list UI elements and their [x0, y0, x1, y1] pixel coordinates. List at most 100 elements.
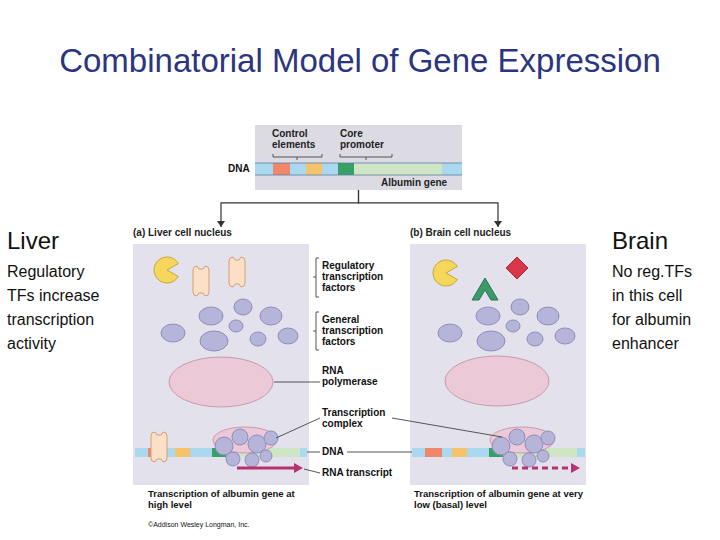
bottom-dna [135, 448, 585, 457]
activator-protein [154, 257, 178, 283]
general-factor [477, 331, 505, 351]
leader-line [304, 469, 320, 473]
control-element [273, 163, 290, 175]
part-label: RNA transcript [322, 467, 412, 479]
complex-factor [215, 437, 233, 455]
top-dna-strip [255, 154, 462, 175]
core-promoter [338, 163, 354, 175]
general-factor [555, 328, 575, 344]
general-factor [476, 307, 500, 325]
connector-line [359, 190, 499, 227]
complex-polymerase [490, 427, 554, 453]
activator-protein [433, 260, 457, 286]
transcript-arrow [237, 467, 296, 470]
gene-map-panel: Control elements Core promoterAlbumin gen… [255, 125, 462, 190]
part-label: RNA polymerase [322, 365, 394, 387]
arrow-head [217, 221, 225, 227]
leader-line [307, 452, 320, 453]
part-label: General transcription factors [322, 314, 394, 347]
transcript-arrow [512, 467, 572, 470]
general-factor [234, 299, 252, 315]
bracket [313, 312, 319, 350]
general-factor [527, 332, 543, 346]
side-note: Regulatory TFs increase transcription ac… [7, 260, 107, 356]
control-element [175, 448, 190, 457]
activator-protein [506, 257, 528, 279]
control-element [452, 448, 467, 457]
complex-factor [509, 429, 525, 445]
complex-factor [492, 437, 510, 455]
split-arrow [217, 190, 359, 227]
general-factor [438, 324, 462, 342]
connector-line [221, 190, 359, 227]
leader-line [392, 418, 502, 437]
panel-caption: Transcription of albumin gene at very lo… [414, 488, 592, 510]
rna-polymerase [169, 357, 273, 407]
complex-factor [537, 450, 549, 462]
activator-protein [472, 278, 498, 300]
general-factor [511, 299, 529, 315]
rna-polymerase [445, 356, 549, 406]
general-factor [250, 332, 266, 346]
complex-factor [245, 453, 259, 467]
complex-factor [541, 431, 555, 445]
part-label: Transcription complex [322, 407, 394, 429]
part-label: Regulatory transcription factors [322, 260, 394, 293]
complex-factor [503, 452, 517, 466]
albumin-gene [503, 448, 577, 457]
bracket [340, 154, 392, 160]
albumin-gene [354, 163, 442, 175]
bracket [313, 258, 319, 297]
copyright-note: ©Addison Wesley Longman, Inc. [148, 520, 298, 529]
part-label: Core promoter [340, 128, 392, 150]
leader-line [274, 382, 320, 383]
bracket [273, 154, 322, 160]
general-factor [161, 324, 185, 342]
bound-activator [151, 432, 167, 462]
complex-factor [260, 450, 272, 462]
arrow-head [494, 221, 502, 227]
complex-factor [248, 435, 266, 453]
side-heading: Brain [612, 226, 717, 256]
arrow-head [571, 463, 580, 473]
control-element [148, 448, 165, 457]
control-element [425, 448, 442, 457]
panel-heading: (b) Brain cell nucleus [410, 227, 586, 238]
activator-protein [193, 266, 209, 296]
general-factor [229, 320, 243, 332]
complex-polymerase [213, 427, 277, 453]
leader-line [276, 418, 320, 438]
leader-line [347, 452, 412, 453]
core-promoter [489, 448, 503, 457]
complex-factor [264, 431, 278, 445]
complex-factors [215, 429, 555, 467]
dna-strand [412, 448, 585, 457]
panel-caption: Transcription of albumin gene at high le… [148, 488, 303, 510]
slide-title: Combinatorial Model of Gene Expression [0, 42, 720, 80]
complex-factor [232, 429, 248, 445]
side-heading: Liver [7, 226, 117, 256]
general-factors [161, 299, 575, 351]
split-arrow [359, 190, 503, 227]
albumin-gene [226, 448, 300, 457]
control-element [306, 163, 322, 175]
complex-factor [525, 435, 543, 453]
part-label: DNA [228, 163, 258, 175]
dna-strand [135, 448, 307, 457]
part-label: Control elements [272, 128, 324, 150]
nucleus-panel: (b) Brain cell nucleus [410, 227, 586, 485]
complex-factor [226, 452, 240, 466]
part-label: Albumin gene [381, 177, 461, 188]
arrow-head [294, 463, 303, 473]
part-label: DNA [322, 446, 362, 458]
general-factor [278, 328, 298, 344]
dna-strand [255, 163, 462, 175]
strand-edge [255, 163, 462, 164]
nucleus-panel: (a) Liver cell nucleus [133, 227, 309, 485]
core-promoter [212, 448, 226, 457]
general-factor [506, 320, 520, 332]
strand-edge [255, 175, 462, 176]
general-factor [199, 307, 223, 325]
